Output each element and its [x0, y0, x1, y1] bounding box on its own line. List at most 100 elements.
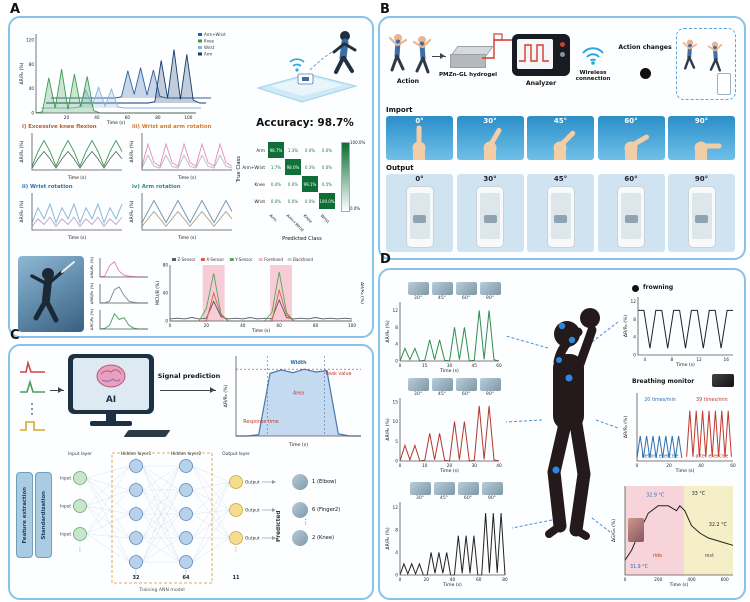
svg-text:Time (s): Time (s)	[675, 468, 695, 474]
svg-text:40: 40	[698, 463, 704, 469]
hydrogel-label: PMZn-GL hydrogel	[438, 72, 498, 78]
yellow-signal-icon	[20, 421, 45, 431]
photo-thumb	[479, 378, 501, 391]
analyzer-screen	[517, 39, 553, 69]
angle-label: 90°	[694, 175, 709, 183]
elbow-angle-photos: 30°45°60°90°	[406, 282, 502, 301]
svg-text:11: 11	[233, 575, 240, 581]
panel-b-label: B	[380, 2, 390, 17]
angle-label: 30°	[413, 392, 423, 397]
standardization-label: Standardization	[40, 490, 47, 540]
svg-text:Output layer: Output layer	[222, 451, 250, 457]
svg-text:Peak value: Peak value	[325, 371, 351, 377]
action-changes-label: Action changes	[618, 44, 672, 51]
result-label: 6 (Finger2)	[312, 507, 341, 513]
phone-icon	[687, 186, 716, 248]
cm-col-label: Wrist	[319, 213, 331, 225]
svg-text:40: 40	[450, 577, 456, 583]
cm-cell: 98.7%	[268, 142, 284, 158]
brain-icon	[96, 364, 126, 388]
cyclist-photo	[628, 518, 644, 542]
svg-text:32: 32	[133, 575, 140, 581]
svg-text:30: 30	[447, 363, 453, 369]
angle-label: 30°	[483, 117, 497, 125]
angle-photo: 60°	[457, 482, 479, 501]
cm-col-label: Arm	[268, 213, 279, 223]
svg-text:60: 60	[730, 463, 736, 469]
frowning-face-icon	[632, 285, 639, 292]
angle-label: 45°	[553, 175, 568, 183]
svg-text:15: 15	[422, 363, 428, 369]
svg-text:ΔRA/R₀ (%): ΔRA/R₀ (%)	[89, 256, 94, 278]
angle-photo: 60°	[455, 378, 477, 397]
svg-text:Time (s): Time (s)	[177, 235, 197, 241]
input-signal-icons	[20, 360, 45, 431]
svg-text:60: 60	[277, 323, 283, 328]
output-phone-photo: 90°	[668, 174, 735, 252]
svg-text:Wrist: Wrist	[204, 45, 215, 50]
changed-figures-icon	[681, 37, 725, 77]
svg-text:⋮: ⋮	[77, 546, 83, 553]
athlete-icon	[340, 31, 350, 41]
angle-label: 45°	[553, 117, 568, 125]
cm-cell: 98.0%	[285, 159, 301, 175]
svg-text:Forehand: Forehand	[264, 257, 283, 262]
svg-text:rest: rest	[705, 553, 714, 559]
photo-thumb	[407, 378, 429, 391]
panel-b: Action PMZn-GL hydrogel Analyzer Wirele	[378, 16, 746, 260]
svg-text:40: 40	[29, 86, 35, 91]
svg-text:Hidden layer2: Hidden layer2	[171, 451, 202, 457]
panel-d-label: D	[380, 252, 391, 267]
svg-text:40: 40	[496, 463, 502, 469]
phone-icon	[476, 186, 504, 248]
svg-text:60: 60	[476, 577, 482, 583]
ai-label: AI	[105, 395, 117, 405]
import-gesture-row: 0°30°45°60°90°	[386, 116, 735, 160]
svg-text:16: 16	[723, 357, 729, 363]
result-photo	[292, 530, 308, 546]
svg-text:⋮: ⋮	[133, 569, 139, 576]
svg-text:ΔR/R₀ (%): ΔR/R₀ (%)	[385, 418, 391, 441]
svg-text:Training ANN model: Training ANN model	[138, 587, 184, 593]
svg-text:8: 8	[395, 528, 398, 534]
output-label: Output	[386, 164, 414, 172]
svg-text:45: 45	[472, 363, 478, 369]
svg-text:30: 30	[472, 463, 478, 469]
svg-text:64: 64	[183, 575, 190, 581]
cm-scale-min: 0.0%	[350, 206, 361, 211]
cm-colorbar	[341, 142, 350, 212]
import-gesture-photo: 60°	[597, 116, 665, 160]
svg-text:20: 20	[64, 115, 70, 120]
svg-text:20: 20	[424, 577, 430, 583]
analyzer-knob	[560, 42, 565, 47]
svg-text:0: 0	[399, 577, 402, 583]
svg-text:32.9 °C: 32.9 °C	[646, 493, 665, 499]
svg-text:⋮: ⋮	[183, 569, 189, 576]
phone-icon	[405, 186, 434, 248]
svg-text:400: 400	[687, 577, 695, 583]
cm-row-label: Arm	[256, 147, 265, 153]
cm-cell: 0.3%	[302, 159, 318, 175]
svg-text:60: 60	[496, 363, 502, 369]
keyboard-icon	[123, 430, 171, 437]
svg-text:4: 4	[633, 335, 636, 341]
svg-text:4: 4	[395, 550, 398, 556]
svg-text:Backhand: Backhand	[293, 257, 313, 262]
analyzer-label: Analyzer	[525, 80, 557, 87]
angle-label: 30°	[413, 296, 423, 301]
breathing-monitor-label: Breathing monitor	[632, 378, 695, 385]
result-label: 1 (Elbow)	[312, 479, 337, 485]
photo-thumb	[431, 282, 453, 295]
svg-text:ΔR/R₀ (%): ΔR/R₀ (%)	[223, 384, 229, 407]
angle-label: 45°	[439, 496, 449, 501]
wifi-icon	[582, 47, 604, 65]
svg-text:ΔR/R₀ (%): ΔR/R₀ (%)	[19, 62, 25, 84]
predicted-result-row: 2 (Knee)	[292, 530, 334, 546]
svg-text:Hidden layer1: Hidden layer1	[121, 451, 152, 457]
svg-text:0: 0	[395, 359, 398, 365]
svg-text:40: 40	[240, 323, 246, 328]
